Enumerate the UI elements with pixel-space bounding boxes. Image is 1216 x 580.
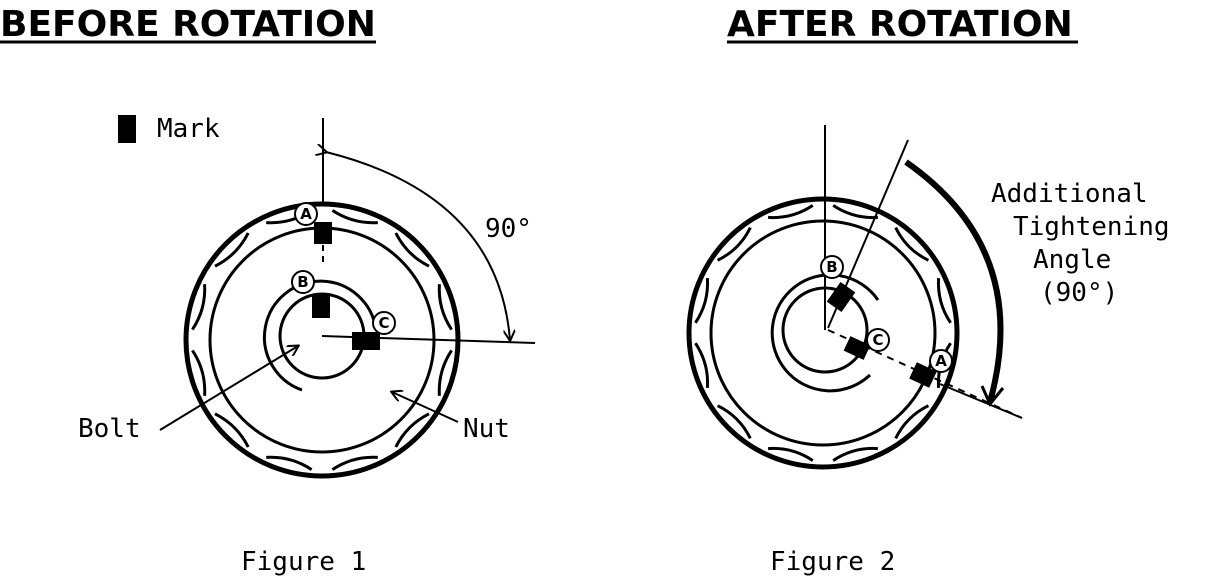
mark-b-label: B — [820, 255, 844, 279]
mark-c — [843, 336, 871, 360]
angle-arrow — [326, 152, 510, 340]
mark-a-label: A — [929, 349, 953, 373]
bolt-leader — [159, 346, 298, 431]
tightening-angle-arrow — [904, 159, 1004, 403]
nut-label: Nut — [463, 414, 510, 444]
mark-legend-label: Mark — [157, 114, 220, 144]
bolt-label: Bolt — [78, 414, 141, 444]
nut-scallop — [894, 226, 930, 262]
mark-c — [352, 332, 380, 350]
angle-label-line-2: Tightening — [1013, 212, 1170, 242]
mark-a — [314, 222, 332, 244]
mark-a — [909, 362, 937, 388]
svg-text:A: A — [935, 352, 947, 370]
angle-label-line-1: Additional — [991, 179, 1148, 209]
nut-scallop — [694, 342, 710, 388]
nut-scallop — [694, 278, 710, 324]
figure-1-title: BEFORE ROTATION — [0, 4, 376, 45]
mark-b-label: B — [291, 270, 315, 294]
angle-label-line-3: Angle — [1033, 245, 1111, 275]
angle-label-line-4: (90°) — [1040, 278, 1118, 308]
nut-leader — [392, 392, 459, 423]
nut-inner-circle — [709, 219, 937, 447]
nut-scallop — [768, 446, 814, 462]
nut-scallop — [832, 204, 878, 220]
bolt-outer-arc — [770, 273, 880, 393]
nut-scallop — [716, 404, 752, 440]
mark-c-label: C — [372, 311, 396, 335]
nut-scallop — [191, 349, 207, 396]
nut-scallop — [214, 232, 250, 268]
nut-scallop — [394, 412, 430, 448]
nut-scallop — [437, 349, 453, 396]
svg-text:B: B — [297, 273, 308, 291]
svg-text:C: C — [378, 314, 389, 332]
angle-label: 90° — [485, 214, 532, 244]
nut-scallop — [936, 278, 952, 324]
mark-b — [312, 294, 330, 318]
mark-legend-icon — [118, 115, 136, 143]
nut-outline — [686, 196, 960, 470]
figure-1: BEFORE ROTATION Mark 90° A — [0, 4, 536, 577]
mark-a-label: A — [294, 202, 318, 226]
mark-b — [826, 282, 856, 312]
svg-text:A: A — [300, 205, 312, 223]
mark-c-label: C — [866, 328, 890, 352]
figure-2-title: AFTER ROTATION — [727, 4, 1073, 45]
nut-scallop — [214, 412, 250, 448]
svg-text:B: B — [826, 258, 837, 276]
nut-scallop — [894, 404, 930, 440]
nut-scallop — [832, 446, 878, 462]
nut-scallop — [266, 455, 313, 471]
nut-scallop — [768, 204, 814, 220]
nut-scallop — [191, 284, 207, 331]
figure-2-caption: Figure 2 — [770, 547, 895, 577]
figure-2: AFTER ROTATION Additional Tightening Ang… — [686, 4, 1170, 577]
figure-1-caption: Figure 1 — [241, 547, 366, 577]
svg-text:C: C — [872, 331, 883, 349]
nut-scallop — [716, 226, 752, 262]
nut-scallop — [331, 455, 378, 471]
